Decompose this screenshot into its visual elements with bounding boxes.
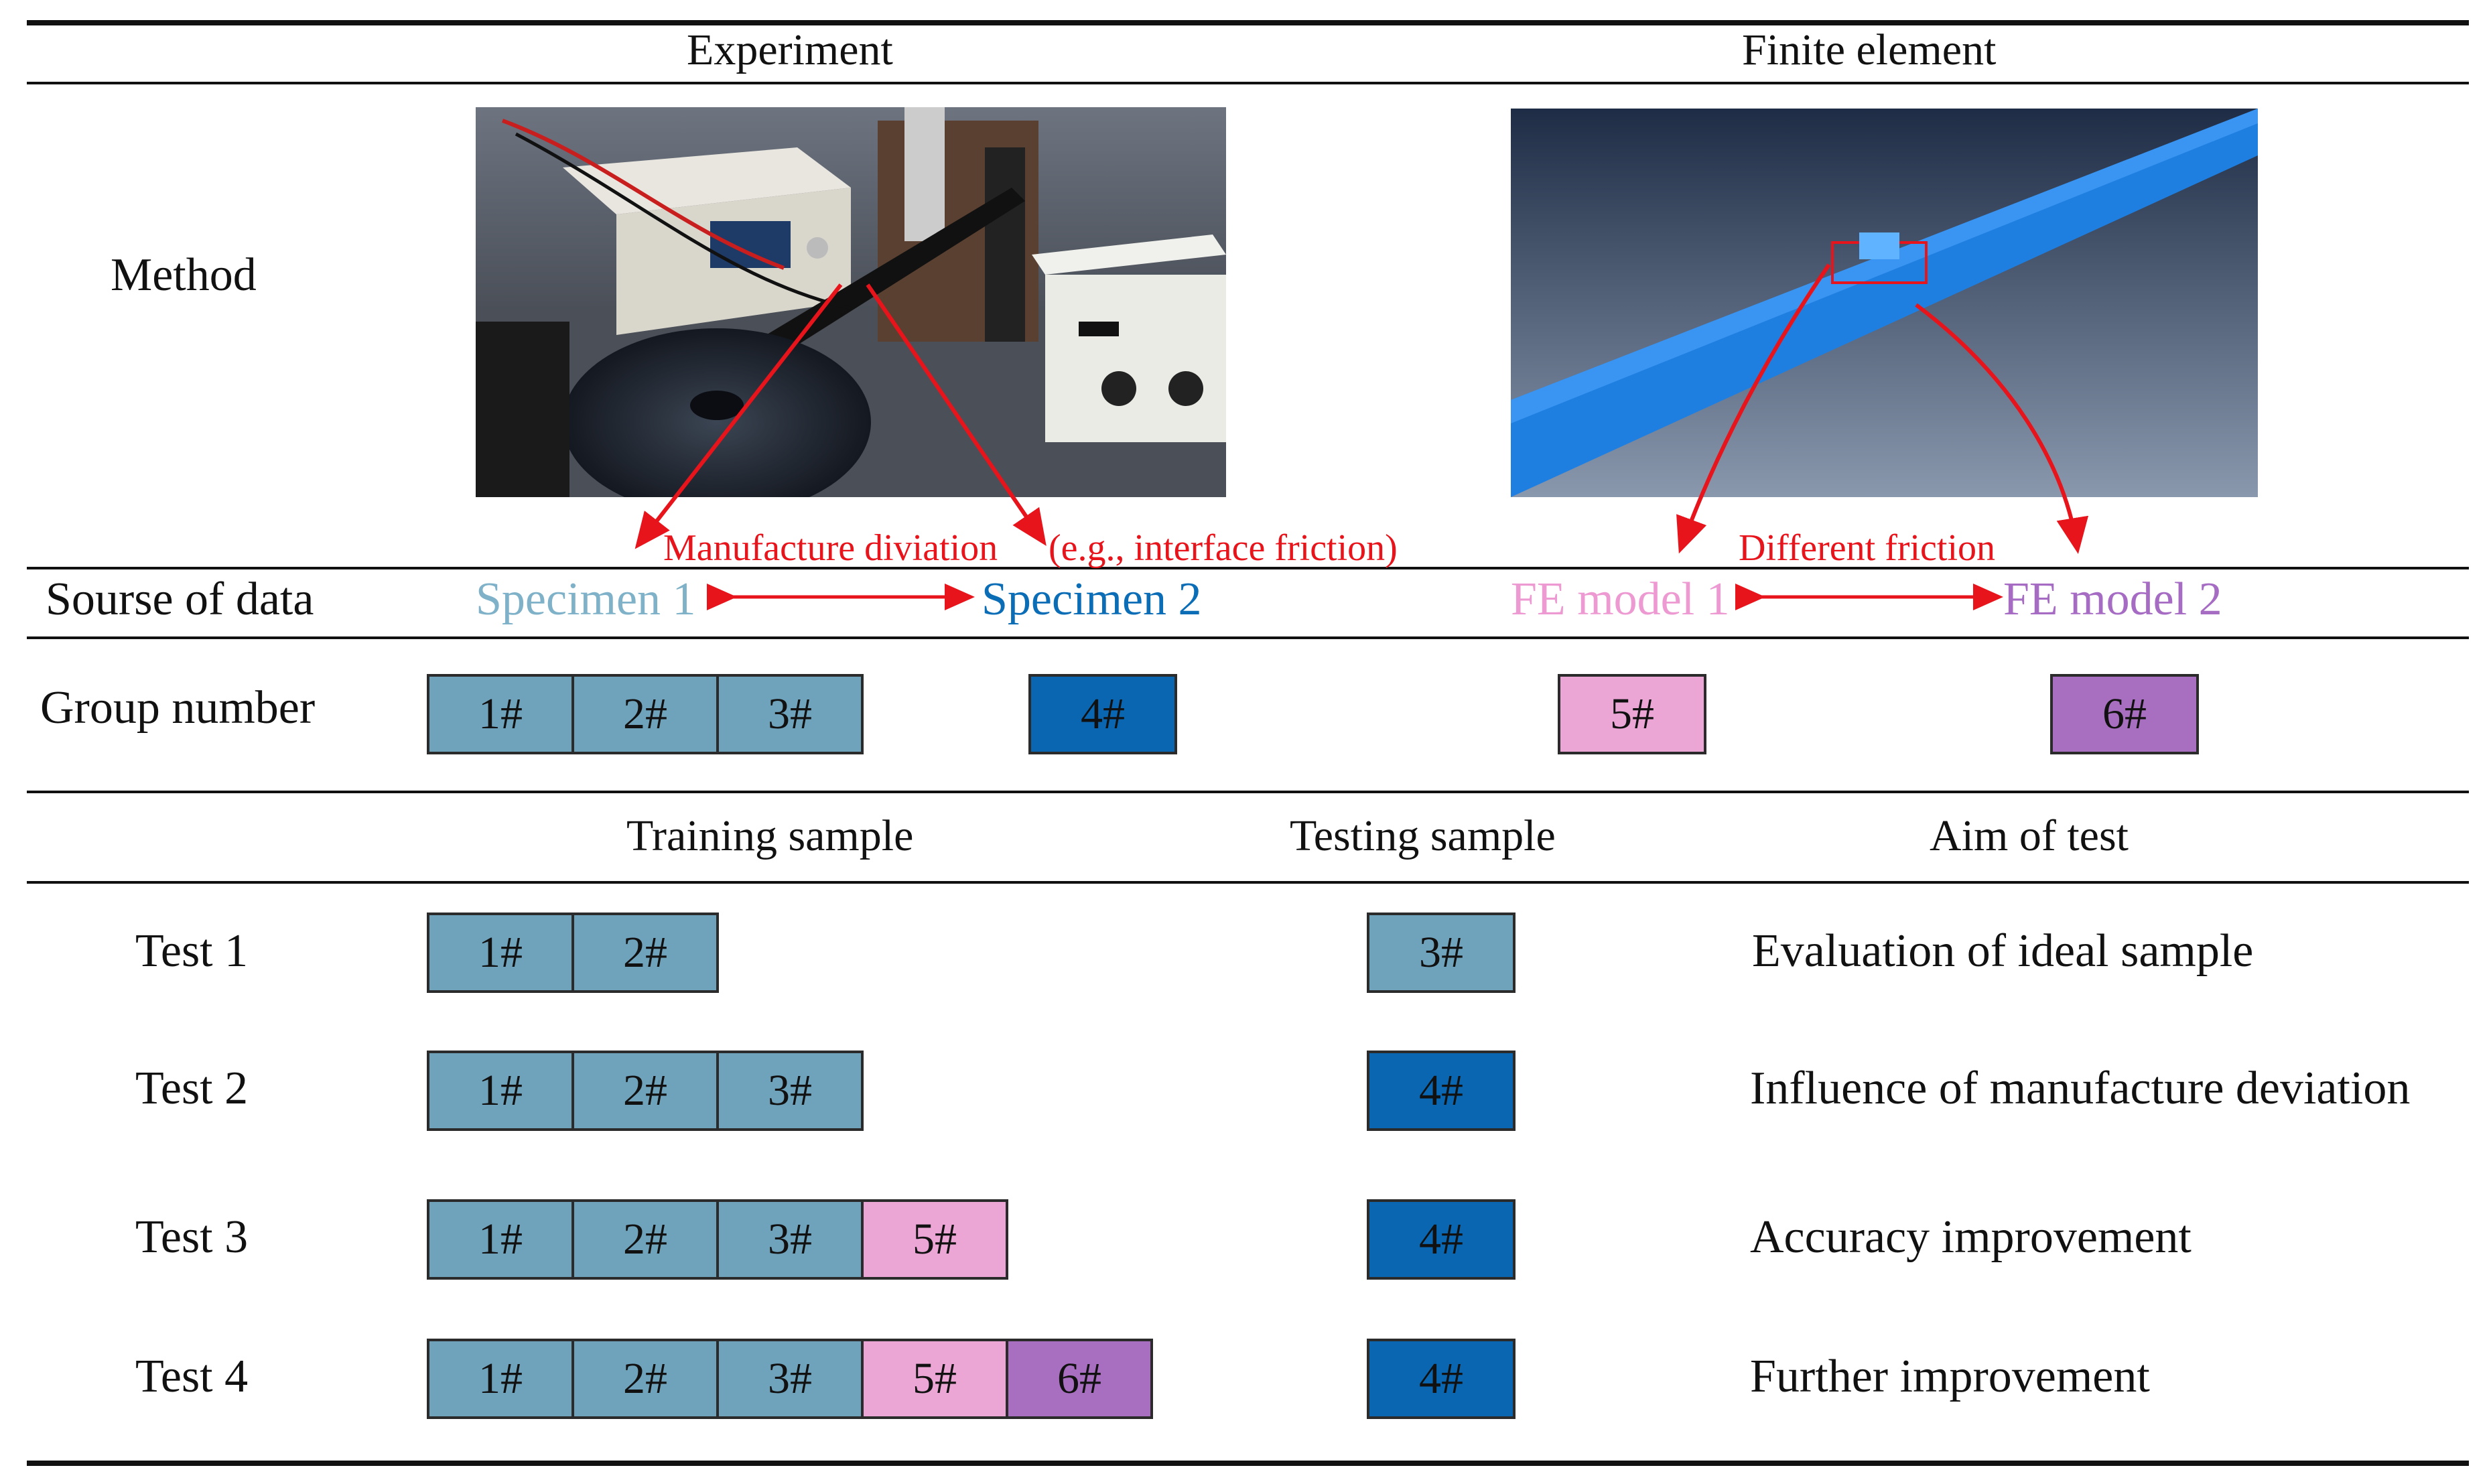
test-3-aim: Accuracy improvement [1750, 1211, 2192, 1263]
test-4-label: Test 4 [135, 1351, 249, 1402]
test-4-train-cell: 6# [1006, 1339, 1153, 1419]
experiment-heading: Experiment [687, 25, 893, 74]
group-cell-6: 6# [2050, 674, 2199, 754]
test-4-train-cell: 1# [427, 1339, 574, 1419]
test-3-train-cell: 5# [861, 1199, 1008, 1280]
group-number-label: Group number [40, 682, 316, 734]
specimen-1-label: Specimen 1 [476, 574, 696, 625]
test-3-train-cell: 2# [571, 1199, 719, 1280]
test-4-test-cell: 4# [1367, 1339, 1516, 1419]
manufacture-deviation-annotation: Manufacture diviation [663, 527, 998, 569]
source-rule [27, 636, 2469, 639]
group-cell-3: 3# [716, 674, 864, 754]
specimen-2-label: Specimen 2 [982, 574, 1202, 625]
bottom-rule [27, 1461, 2469, 1466]
fe-model-2-label: FE model 2 [2003, 574, 2222, 625]
test-1-aim: Evaluation of ideal sample [1752, 925, 2254, 977]
header-rule [27, 82, 2469, 84]
group-cell-4: 4# [1028, 674, 1177, 754]
method-rule [27, 567, 2469, 569]
test-1-train-cell: 2# [571, 913, 719, 993]
test-3-test-cell: 4# [1367, 1199, 1516, 1280]
test-2-train-cell: 1# [427, 1051, 574, 1131]
test-2-aim: Influence of manufacture deviation [1750, 1063, 2411, 1114]
test-2-train-cell: 3# [716, 1051, 864, 1131]
test-1-train-cell: 1# [427, 913, 574, 993]
test-1-label: Test 1 [135, 925, 249, 977]
test-4-train-cell: 2# [571, 1339, 719, 1419]
test-2-train-cell: 2# [571, 1051, 719, 1131]
aim-of-test-heading: Aim of test [1930, 811, 2129, 860]
fe-model-1-label: FE model 1 [1511, 574, 1730, 625]
group-cell-2: 2# [571, 674, 719, 754]
lab-photo-icon [476, 107, 1226, 497]
fe-model-render-icon [1511, 109, 2258, 497]
test-1-test-cell: 3# [1367, 913, 1516, 993]
test-4-aim: Further improvement [1750, 1351, 2150, 1402]
group-cell-5: 5# [1558, 674, 1706, 754]
test-4-train-cell: 5# [861, 1339, 1008, 1419]
test-2-test-cell: 4# [1367, 1051, 1516, 1131]
test-3-train-cell: 1# [427, 1199, 574, 1280]
test-4-train-cell: 3# [716, 1339, 864, 1419]
source-of-data-label: Sourse of data [46, 574, 314, 625]
test-3-train-cell: 3# [716, 1199, 864, 1280]
interface-friction-annotation: (e.g., interface friction) [1049, 527, 1398, 569]
columns-rule [27, 881, 2469, 884]
group-rule [27, 791, 2469, 793]
test-2-label: Test 2 [135, 1063, 249, 1114]
different-friction-annotation: Different friction [1739, 527, 1996, 569]
testing-sample-heading: Testing sample [1290, 811, 1556, 860]
finite-element-heading: Finite element [1742, 25, 1997, 74]
top-rule [27, 20, 2469, 25]
group-cell-1: 1# [427, 674, 574, 754]
training-sample-heading: Training sample [626, 811, 914, 860]
method-label: Method [111, 249, 257, 301]
test-3-label: Test 3 [135, 1211, 249, 1263]
